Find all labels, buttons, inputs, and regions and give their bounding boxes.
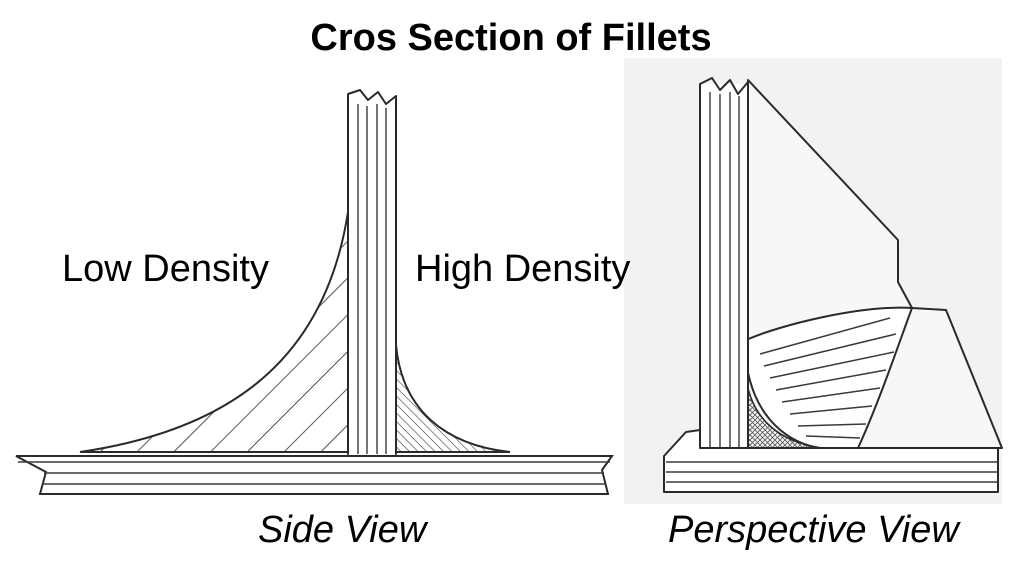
diagram-title: Cros Section of Fillets <box>310 17 712 59</box>
side-view-drawing <box>15 89 614 495</box>
fan-lines <box>759 317 897 439</box>
perspective-fillet-fan <box>745 306 914 449</box>
low-density-label: Low Density <box>62 248 269 290</box>
high-density-fillet <box>395 344 511 453</box>
perspective-base <box>663 429 999 493</box>
perspective-view-caption: Perspective View <box>668 509 959 551</box>
core-wall <box>347 89 397 455</box>
base-skin <box>15 455 614 495</box>
perspective-core <box>699 77 749 453</box>
low-density-fillet <box>79 211 352 453</box>
perspective-view-drawing <box>624 58 1003 504</box>
high-density-label: High Density <box>415 248 631 290</box>
side-view-caption: Side View <box>258 509 427 551</box>
